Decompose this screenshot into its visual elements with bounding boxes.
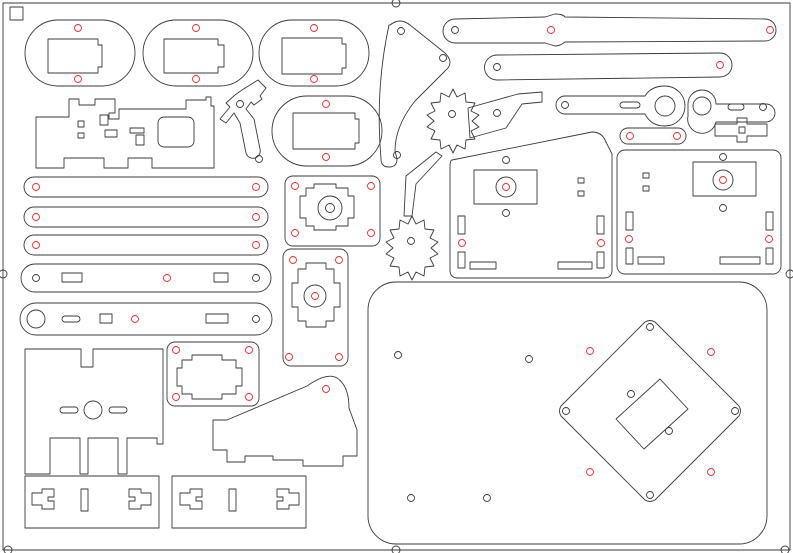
sheet-notch-right — [785, 269, 793, 279]
servo-horn-link — [555, 85, 686, 127]
horn-arm — [687, 89, 776, 134]
sheet-notch-corner-right — [780, 545, 790, 553]
base-plate — [367, 281, 768, 545]
servo-frame-3 — [258, 19, 370, 87]
arm-strip-3 — [23, 234, 269, 256]
sheet-notch-top — [391, 0, 401, 8]
short-link — [619, 127, 687, 145]
arm-strip-4 — [20, 263, 272, 293]
gear-small — [385, 151, 443, 281]
servo-frame-1 — [24, 19, 136, 87]
servo-frame-2 — [142, 19, 254, 87]
base-bracket — [35, 96, 215, 169]
sheet-notch-left — [0, 269, 8, 279]
angle-bracket — [219, 79, 267, 163]
registration-square — [9, 6, 24, 21]
curved-arm — [378, 20, 451, 168]
main-board-a — [449, 131, 613, 279]
shoulder-bracket — [212, 375, 358, 467]
tab-strip-right — [171, 475, 307, 529]
servo-bracket-b — [282, 248, 349, 367]
sheet-notch-corner-left — [3, 545, 13, 553]
arm-strip-5 — [19, 302, 273, 336]
arm-strip-1 — [23, 176, 269, 198]
gear-large — [426, 88, 543, 154]
cross-tab — [714, 117, 768, 143]
long-link-1 — [442, 13, 777, 47]
servo-bracket-a — [284, 175, 381, 247]
servo-frame-4 — [271, 95, 383, 167]
arm-strip-2 — [23, 206, 269, 228]
long-link-2 — [484, 52, 733, 81]
servo-bracket-c — [166, 341, 260, 407]
sheet-notch-bottom — [391, 545, 401, 553]
base-side-plate — [24, 348, 164, 475]
main-board-b — [616, 149, 782, 275]
tab-strip-left — [24, 475, 160, 529]
